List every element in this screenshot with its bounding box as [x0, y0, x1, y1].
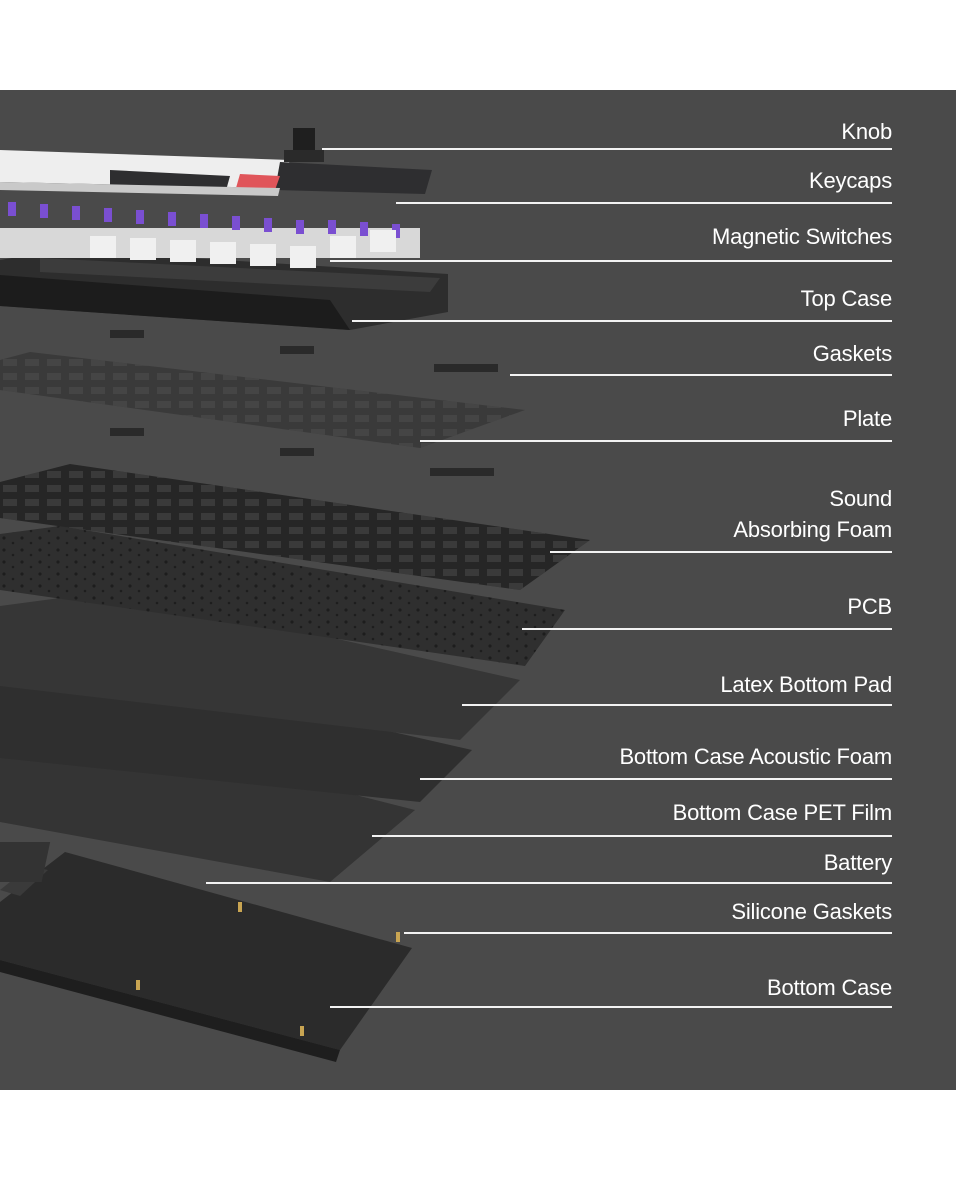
battery-label: Battery [823, 850, 892, 875]
gaskets-group [110, 330, 498, 476]
keyboard-exploded-illustration [0, 128, 590, 1062]
latex-pad-leader [462, 704, 892, 706]
gaskets-label: Gaskets [812, 341, 892, 366]
top-case-leader [352, 320, 892, 322]
sound-foam-label-line1: Sound [829, 486, 892, 511]
top-case-label: Top Case [800, 286, 893, 311]
plate-leader [420, 440, 892, 442]
bottom-case-layer [0, 848, 412, 1062]
latex-pad-label: Latex Bottom Pad [720, 672, 892, 697]
silicone-gaskets-leader [404, 932, 892, 934]
pet-film-leader [372, 835, 892, 837]
battery-block [0, 842, 51, 882]
acoustic-foam-leader [420, 778, 892, 780]
battery-leader [206, 882, 892, 884]
switches-layer [0, 202, 420, 268]
silicone-gaskets-label: Silicone Gaskets [731, 899, 892, 924]
keycaps-label: Keycaps [809, 168, 892, 193]
plate-label: Plate [842, 406, 892, 431]
switches-label: Magnetic Switches [711, 224, 892, 249]
top-case-layer [0, 250, 448, 330]
gaskets-leader [510, 374, 892, 376]
exploded-view-panel: Knob Keycaps Magnetic Switches Top Case … [0, 90, 956, 1090]
sound-foam-leader [550, 551, 892, 553]
latex-pad-layer [0, 590, 520, 740]
keycaps-layer [0, 150, 432, 196]
acoustic-foam-label: Bottom Case Acoustic Foam [619, 744, 892, 769]
pcb-leader [522, 628, 892, 630]
pcb-label: PCB [847, 594, 892, 619]
knob-label: Knob [841, 119, 892, 144]
bottom-case-label: Bottom Case [767, 975, 892, 1000]
knob-part [284, 128, 324, 162]
knob-leader [322, 148, 892, 150]
pet-film-label: Bottom Case PET Film [672, 800, 893, 825]
keycaps-leader [396, 202, 892, 204]
switches-leader [330, 260, 892, 262]
sound-foam-label-line2: Absorbing Foam [733, 517, 892, 542]
bottom-case-leader [330, 1006, 892, 1008]
